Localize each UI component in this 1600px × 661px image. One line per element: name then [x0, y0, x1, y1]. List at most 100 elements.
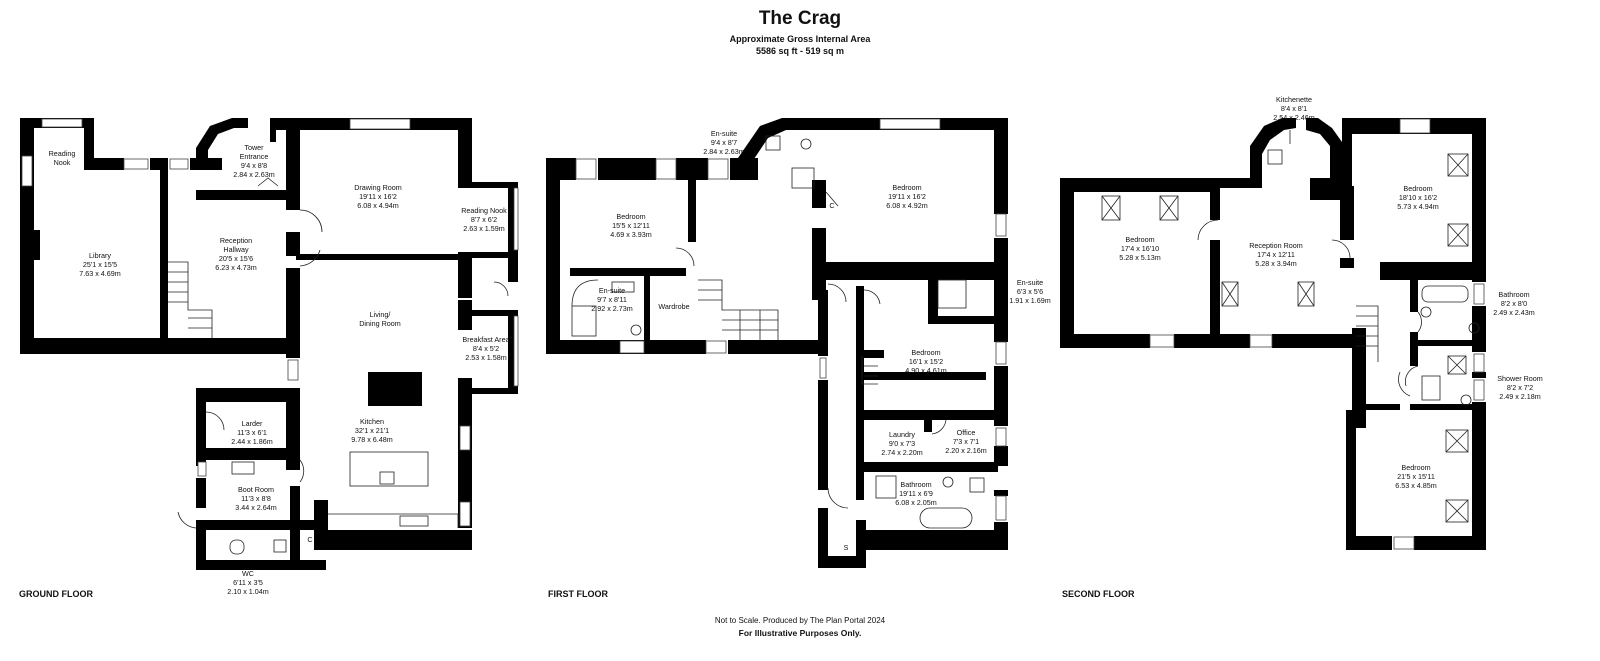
wc-basin — [273, 539, 287, 553]
plan-title: The Crag — [758, 8, 842, 29]
skylight-cross — [1297, 281, 1315, 307]
skylight — [1221, 281, 1239, 307]
door — [299, 209, 323, 233]
skylight-cross — [1445, 499, 1469, 523]
wall — [1250, 118, 1296, 178]
wall — [994, 238, 1008, 268]
wall — [994, 118, 1008, 214]
toilet — [1468, 322, 1480, 334]
door — [827, 487, 849, 509]
door — [205, 411, 225, 431]
skylight — [1447, 153, 1469, 177]
wall — [1410, 404, 1478, 410]
wall — [546, 158, 576, 180]
shower — [571, 305, 597, 337]
skylight — [1159, 195, 1179, 221]
wall — [1410, 280, 1418, 312]
wall — [994, 490, 1008, 496]
toilet — [630, 324, 642, 336]
wall — [326, 530, 472, 550]
window — [705, 340, 727, 354]
wall — [994, 262, 1008, 342]
floor-label-second: SECOND FLOOR — [1062, 589, 1135, 599]
door — [827, 283, 847, 303]
wall — [196, 448, 300, 460]
wall — [20, 338, 298, 354]
window — [287, 359, 299, 381]
staircase — [1356, 305, 1379, 362]
wall — [924, 418, 932, 432]
toilet — [1460, 394, 1472, 406]
wall — [818, 290, 828, 356]
wall — [458, 252, 514, 258]
window — [41, 118, 83, 128]
wall — [160, 170, 168, 338]
skylight-cross — [1445, 429, 1469, 453]
bathtub — [1421, 285, 1469, 303]
wall — [290, 486, 300, 568]
wall — [286, 400, 300, 470]
wall — [994, 446, 1008, 466]
kitchen-island — [368, 372, 422, 406]
en-suite-shower — [937, 279, 967, 309]
wall — [1410, 340, 1478, 346]
window — [995, 213, 1007, 237]
window — [513, 187, 519, 251]
wall — [598, 158, 656, 180]
floor-label-ground: GROUND FLOOR — [19, 589, 93, 599]
wall — [1346, 536, 1392, 550]
wall — [1306, 118, 1342, 178]
wall — [508, 182, 518, 282]
window — [575, 158, 597, 180]
wall — [688, 172, 696, 242]
stair-landing — [861, 356, 878, 385]
wall — [856, 410, 998, 420]
window — [1149, 334, 1175, 348]
basin — [1420, 306, 1432, 318]
door — [863, 289, 881, 305]
window — [21, 155, 33, 187]
stair-treads — [864, 365, 878, 377]
wall — [1210, 240, 1220, 340]
door — [1331, 239, 1351, 259]
skylight-cross — [1159, 195, 1179, 221]
door — [931, 419, 947, 435]
window — [197, 461, 207, 477]
wall — [84, 158, 124, 170]
window — [1393, 536, 1415, 550]
wall — [84, 118, 94, 164]
wall — [570, 268, 686, 276]
wall — [1060, 334, 1150, 348]
door — [299, 459, 305, 483]
wall — [1472, 372, 1486, 378]
wall — [1174, 334, 1250, 348]
wall — [812, 180, 826, 208]
wall — [818, 262, 1006, 280]
wall — [644, 274, 650, 344]
room-label: Living/Dining Room — [359, 310, 401, 328]
wall — [296, 254, 462, 260]
skylight — [1447, 355, 1467, 375]
window — [123, 158, 149, 170]
wc-toilet — [229, 539, 245, 555]
hob — [379, 471, 395, 485]
door — [493, 281, 509, 297]
room-label: Wardrobe — [658, 302, 689, 311]
